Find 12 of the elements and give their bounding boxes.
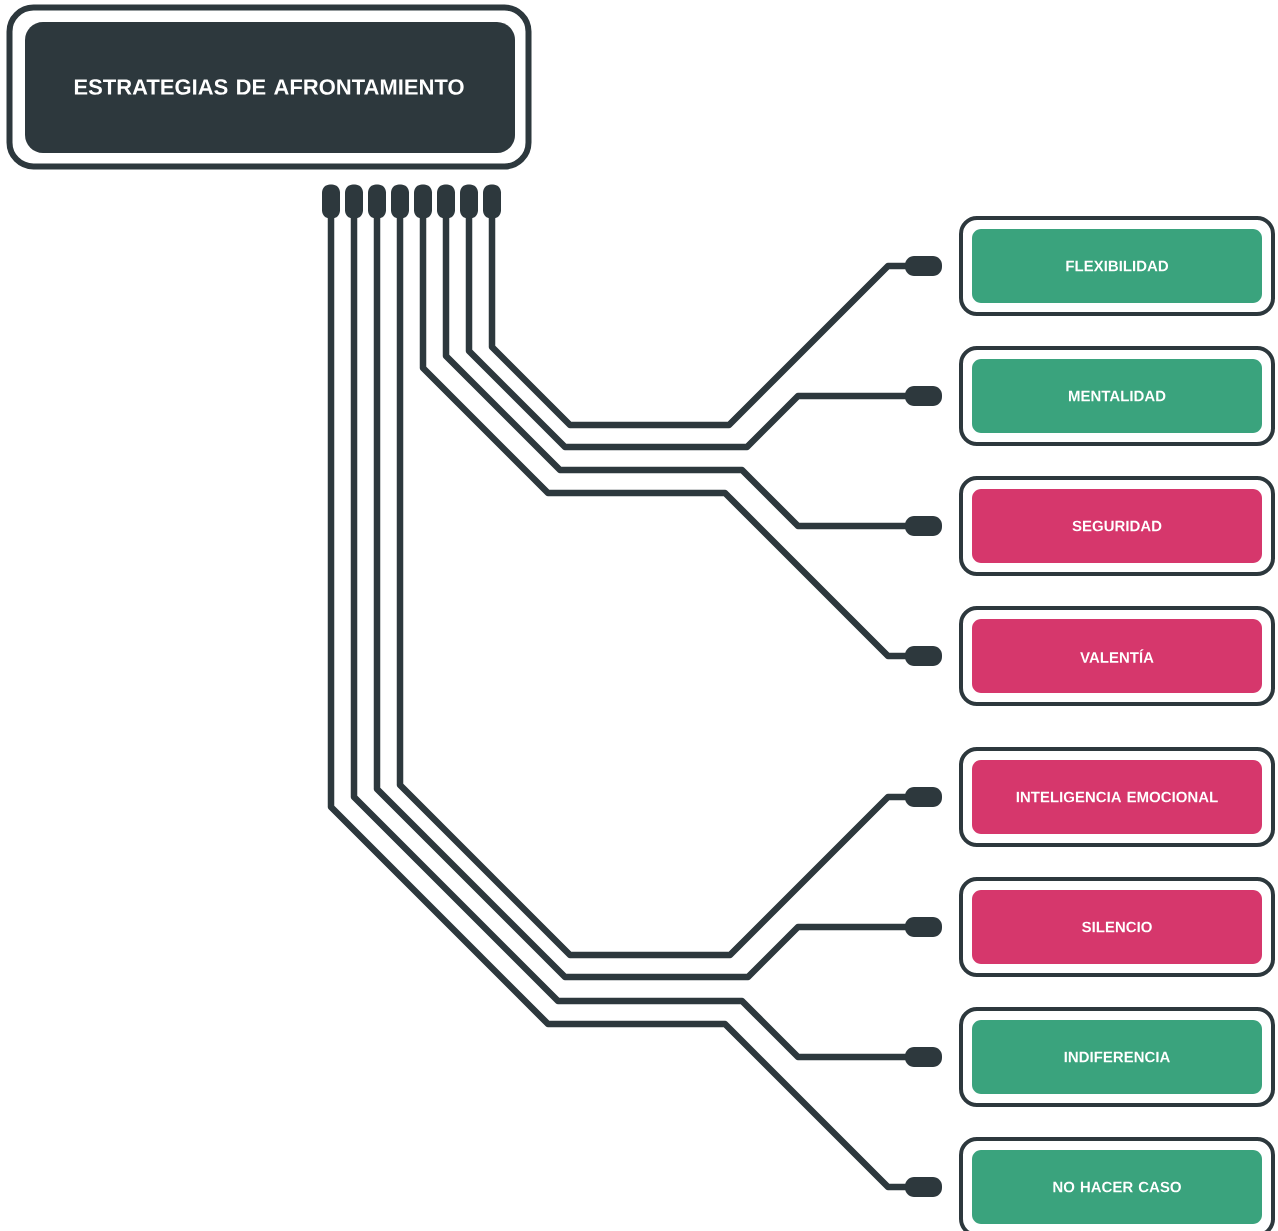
strategy-box: SILENCIO xyxy=(959,877,1275,977)
strategy-box: VALENTÍA xyxy=(959,606,1275,706)
strategy-box: INTELIGENCIA EMOCIONAL xyxy=(959,747,1275,847)
connector-trace xyxy=(437,184,942,536)
strategy-box: INDIFERENCIA xyxy=(959,1007,1275,1107)
strategy-box: SEGURIDAD xyxy=(959,476,1275,576)
strategy-box: NO HACER CASO xyxy=(959,1137,1275,1231)
connector-trace xyxy=(414,184,942,666)
strategy-box: MENTALIDAD xyxy=(959,346,1275,446)
connector-trace xyxy=(322,184,942,1197)
strategy-box: FLEXIBILIDAD xyxy=(959,216,1275,316)
title-box: ESTRATEGIAS DE AFRONTAMIENTO xyxy=(6,4,532,170)
